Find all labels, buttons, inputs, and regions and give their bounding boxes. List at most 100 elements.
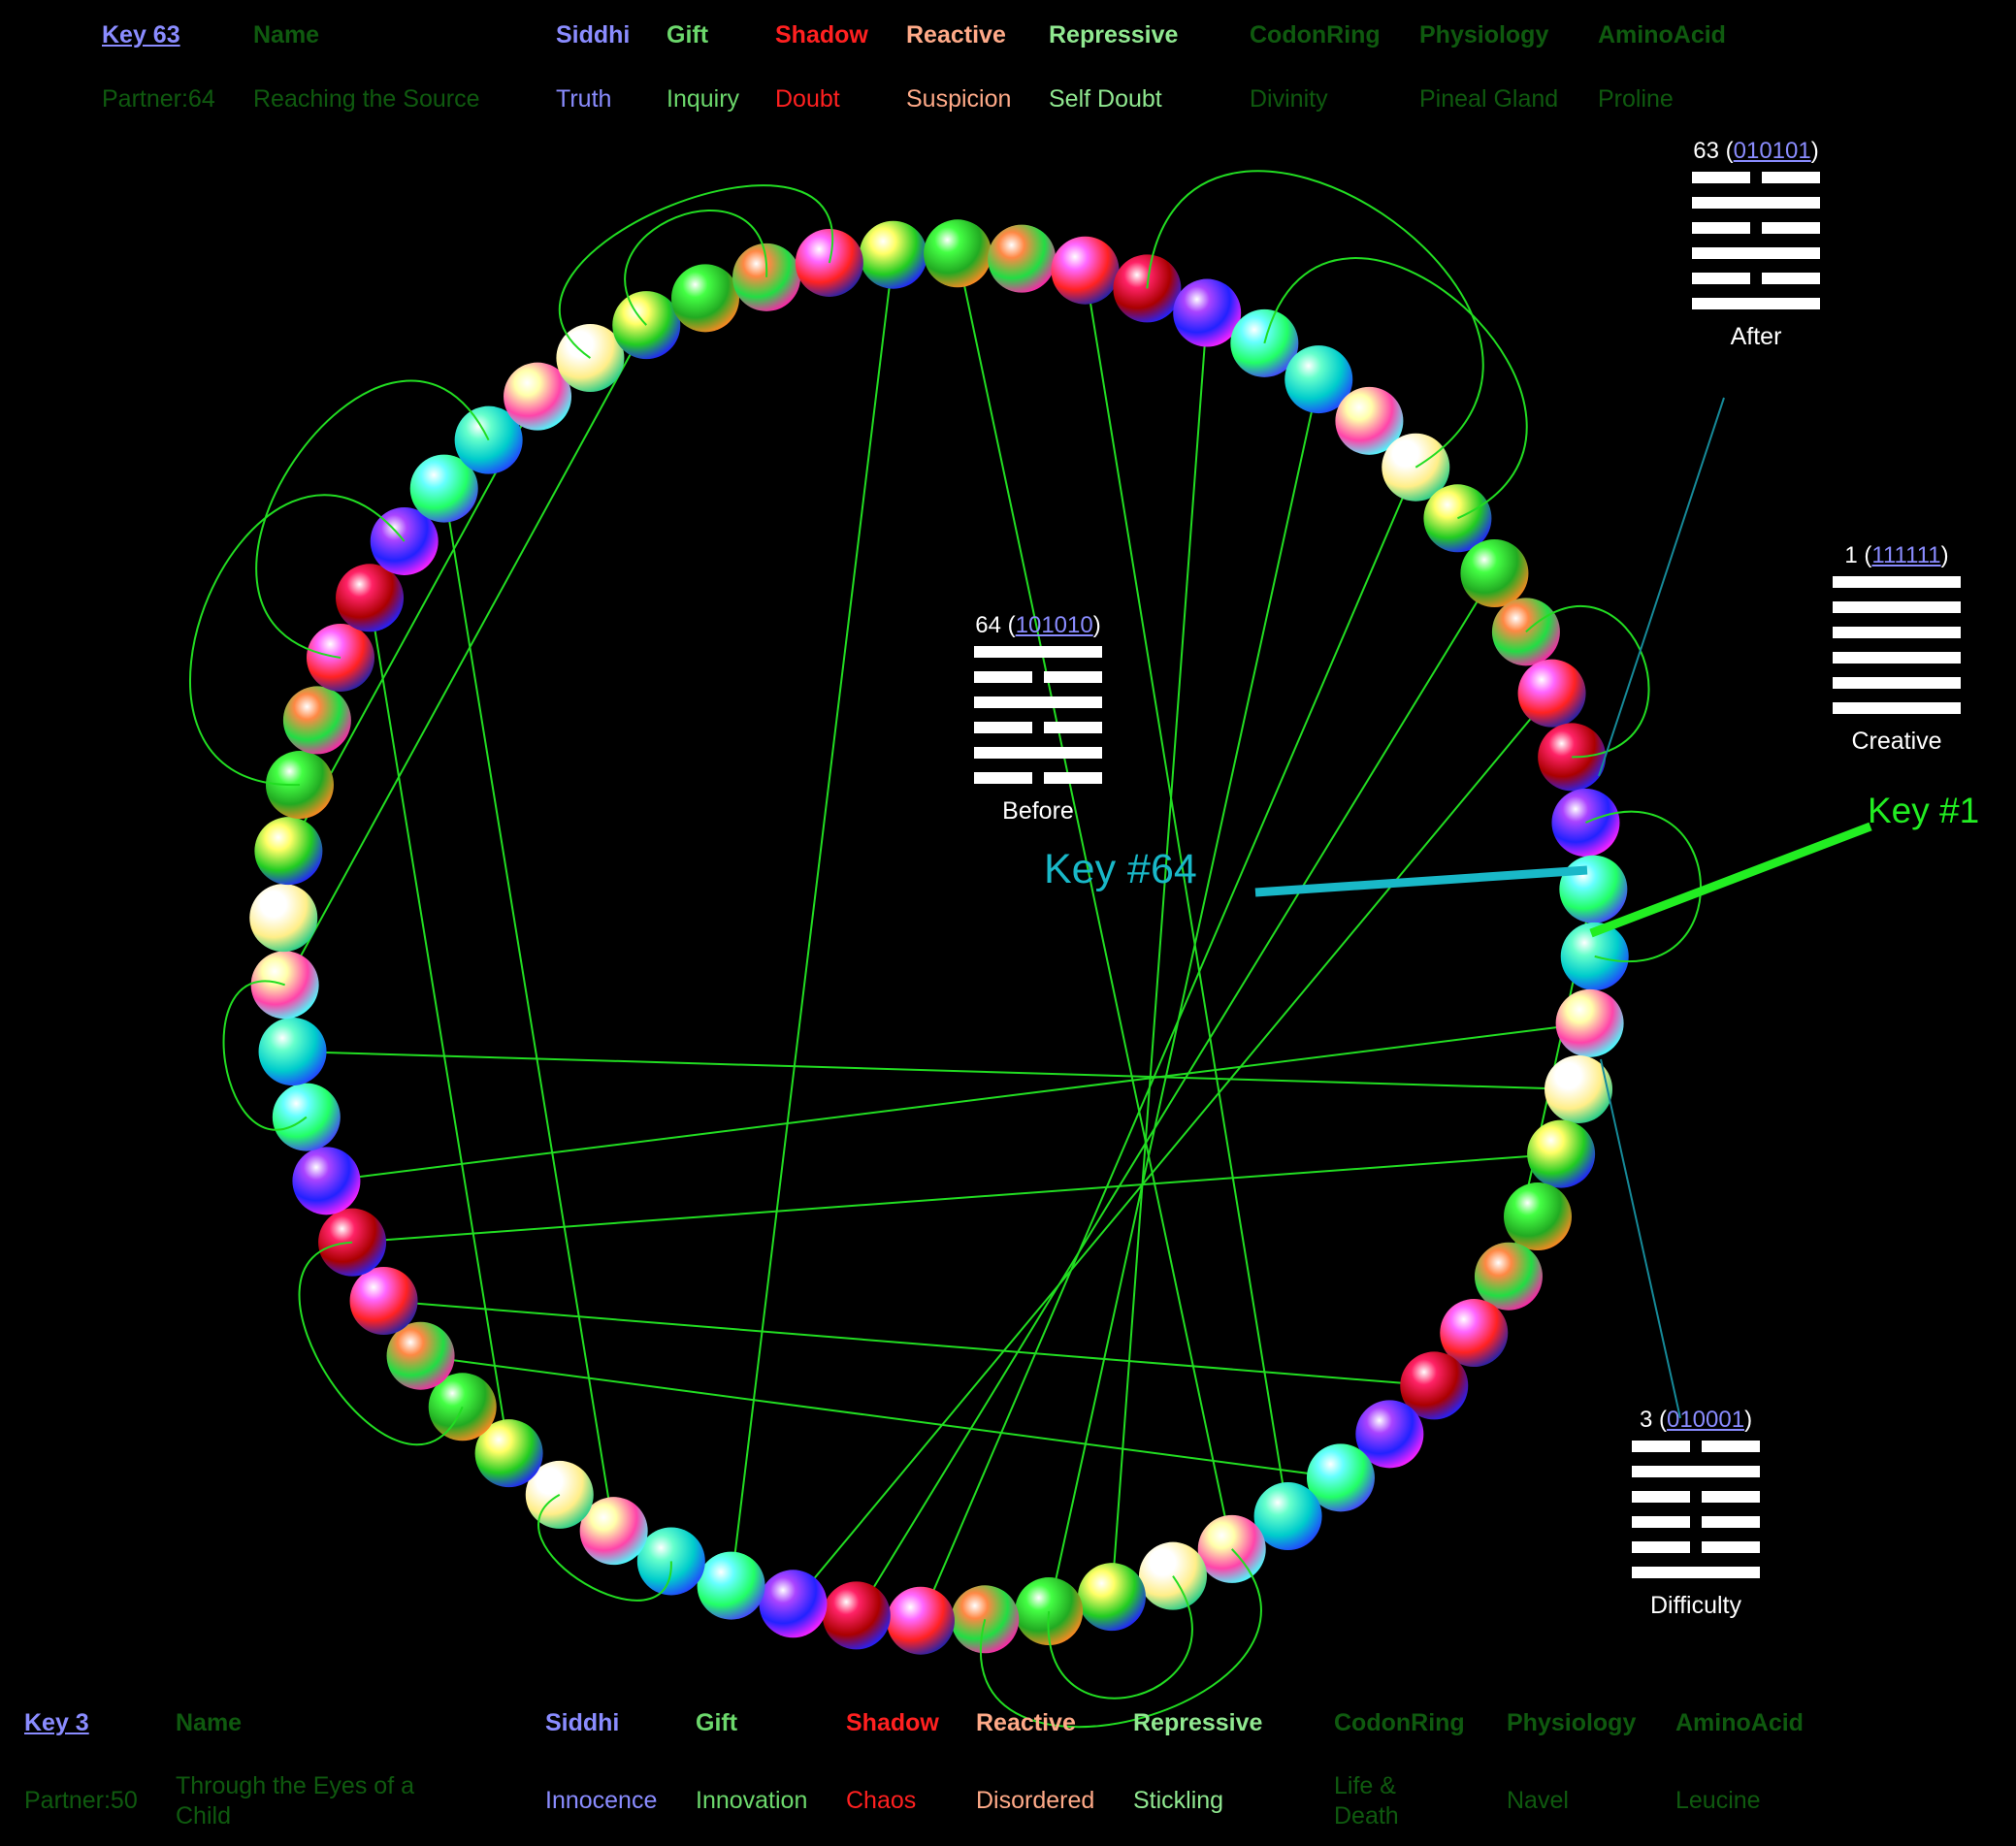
key-sphere[interactable] bbox=[1306, 1443, 1375, 1512]
key-sphere[interactable] bbox=[1284, 345, 1353, 414]
hexagram-3-title: 3 (010001) bbox=[1639, 1407, 1753, 1433]
loop-line bbox=[559, 184, 833, 359]
loop-line bbox=[1525, 605, 1650, 759]
key-sphere[interactable] bbox=[1077, 1563, 1146, 1632]
connection-line bbox=[326, 1021, 1590, 1182]
key-sphere[interactable] bbox=[1335, 386, 1404, 455]
hexagram-3-lines bbox=[1632, 1441, 1760, 1578]
loop-line bbox=[624, 210, 768, 326]
partner-value: Partner:50 bbox=[24, 1787, 138, 1814]
key-sphere[interactable] bbox=[249, 884, 318, 953]
key-sphere[interactable] bbox=[886, 1586, 955, 1655]
key-sphere[interactable] bbox=[474, 1419, 543, 1488]
key-sphere[interactable] bbox=[924, 219, 992, 288]
hexagram-line-6 bbox=[1632, 1567, 1760, 1578]
key-sphere[interactable] bbox=[1504, 1182, 1573, 1251]
hexagram-63: 63 (010101) After bbox=[1664, 137, 1848, 351]
hexagram-line-2 bbox=[974, 671, 1102, 683]
hexagram-63-lines bbox=[1692, 172, 1820, 309]
gift-header: Gift bbox=[667, 21, 709, 49]
key-sphere[interactable] bbox=[795, 228, 863, 297]
connection-line bbox=[920, 467, 1417, 1622]
siddhi-value: Truth bbox=[556, 85, 612, 113]
hexagram-line-1 bbox=[1632, 1441, 1760, 1452]
loop-line bbox=[1146, 170, 1484, 469]
hexagram-64-binary-link[interactable]: 101010 bbox=[1015, 612, 1093, 638]
repressive-value: Self Doubt bbox=[1049, 85, 1162, 113]
hexagram-line-4 bbox=[974, 722, 1102, 733]
hexagram-line-2 bbox=[1692, 197, 1820, 209]
codonring-header: CodonRing bbox=[1250, 21, 1381, 49]
key-3-link[interactable]: Key 3 bbox=[24, 1709, 89, 1736]
key-sphere[interactable] bbox=[258, 1018, 327, 1086]
connection-line bbox=[730, 254, 894, 1586]
hexagram-line-5 bbox=[974, 747, 1102, 759]
hexagram-1-caption: Creative bbox=[1851, 728, 1942, 755]
name-value: Through the Eyes of a Child bbox=[176, 1772, 414, 1830]
hexagram-line-3 bbox=[974, 696, 1102, 708]
key-sphere[interactable] bbox=[859, 220, 927, 289]
key-sphere[interactable] bbox=[1460, 538, 1529, 607]
key-sphere[interactable] bbox=[1051, 236, 1120, 305]
physiology-header: Physiology bbox=[1419, 21, 1549, 49]
key-sphere[interactable] bbox=[1474, 1242, 1543, 1311]
partner-value: Partner:64 bbox=[102, 85, 215, 113]
physiology-value: Pineal Gland bbox=[1419, 85, 1559, 113]
hexagram-line-6 bbox=[1833, 702, 1961, 714]
key-sphere[interactable] bbox=[386, 1321, 455, 1390]
gift-value: Inquiry bbox=[667, 85, 740, 113]
key-sphere[interactable] bbox=[671, 264, 740, 333]
connection-line bbox=[283, 324, 648, 986]
key-spheres bbox=[249, 219, 1629, 1655]
key64-label: Key #64 bbox=[1044, 846, 1197, 892]
key-sphere[interactable] bbox=[1355, 1400, 1424, 1469]
key-sphere[interactable] bbox=[988, 224, 1057, 293]
gift-value: Innovation bbox=[696, 1787, 808, 1814]
reactive-value: Disordered bbox=[976, 1787, 1095, 1814]
codonring-value: Life & Death bbox=[1334, 1772, 1399, 1830]
key-sphere[interactable] bbox=[349, 1267, 418, 1336]
key-sphere[interactable] bbox=[282, 686, 351, 755]
key-sphere[interactable] bbox=[1545, 1054, 1613, 1123]
key-sphere[interactable] bbox=[697, 1551, 765, 1620]
siddhi-value: Innocence bbox=[545, 1787, 658, 1814]
key-sphere[interactable] bbox=[1400, 1351, 1469, 1420]
hexagram-line-6 bbox=[974, 772, 1102, 784]
loop-line bbox=[537, 1494, 672, 1602]
hexagram-64-caption: Before bbox=[1002, 797, 1074, 825]
key-sphere[interactable] bbox=[292, 1147, 361, 1215]
key-sphere[interactable] bbox=[759, 1570, 828, 1638]
connection-line bbox=[855, 572, 1496, 1616]
key-63-link[interactable]: Key 63 bbox=[102, 21, 180, 49]
siddhi-header: Siddhi bbox=[556, 21, 631, 49]
hexagram-line-1 bbox=[1833, 576, 1961, 588]
connection-line bbox=[352, 1152, 1562, 1244]
key-sphere[interactable] bbox=[579, 1497, 648, 1566]
hexagram-3-binary-link[interactable]: 010001 bbox=[1666, 1407, 1745, 1433]
key-sphere[interactable] bbox=[1559, 855, 1628, 923]
loop-line bbox=[1263, 257, 1528, 520]
key-sphere[interactable] bbox=[336, 564, 405, 632]
gift-header: Gift bbox=[696, 1709, 738, 1736]
hexagram-1: 1 (111111) Creative bbox=[1805, 541, 1989, 756]
key-sphere[interactable] bbox=[1173, 278, 1242, 347]
hexagram-1-binary-link[interactable]: 111111 bbox=[1871, 542, 1941, 568]
key-sphere[interactable] bbox=[1527, 1119, 1596, 1188]
shadow-value: Doubt bbox=[775, 85, 840, 113]
hexagram-line-3 bbox=[1692, 222, 1820, 234]
hexagram-63-binary-link[interactable]: 010101 bbox=[1733, 138, 1811, 164]
key-sphere[interactable] bbox=[1555, 988, 1624, 1057]
key-sphere[interactable] bbox=[454, 405, 523, 474]
key-sphere[interactable] bbox=[254, 817, 323, 886]
key-sphere[interactable] bbox=[1440, 1299, 1509, 1368]
reactive-header: Reactive bbox=[976, 1709, 1076, 1736]
key-sphere[interactable] bbox=[1253, 1481, 1322, 1550]
repressive-header: Repressive bbox=[1049, 21, 1179, 49]
hexagram-3: 3 (010001) Difficulty bbox=[1604, 1406, 1788, 1620]
key-sphere[interactable] bbox=[409, 454, 478, 523]
key-sphere[interactable] bbox=[822, 1581, 891, 1650]
key-sphere[interactable] bbox=[1517, 659, 1586, 728]
hexagram-line-3 bbox=[1632, 1491, 1760, 1503]
key-sphere[interactable] bbox=[504, 362, 572, 431]
loop-line bbox=[189, 494, 406, 787]
